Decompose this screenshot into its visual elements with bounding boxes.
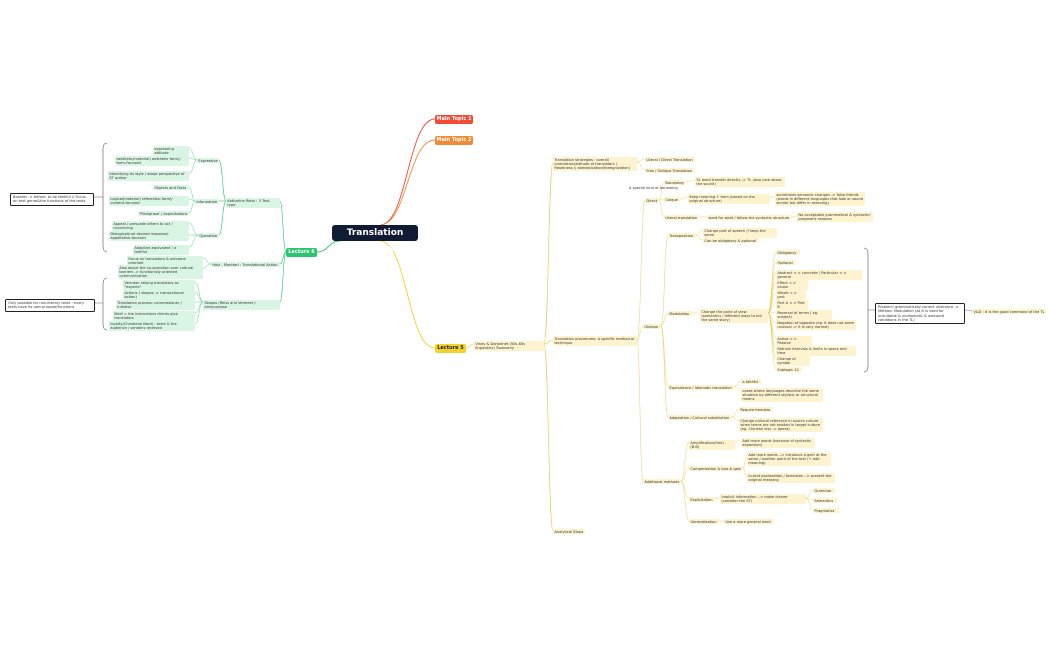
modulation-item[interactable]: Negation of opposite (eg. it does not se… — [776, 320, 856, 330]
equivalence-cases[interactable]: cases where languages describe the same … — [741, 388, 823, 403]
transposition-node[interactable]: Transposition — [668, 233, 696, 239]
modulation-item[interactable]: Subtopic 12 — [776, 367, 802, 373]
operative-appeal[interactable]: Appeal / persuade others to act / convin… — [112, 221, 189, 231]
adaptation-node[interactable]: Adaptation / Cultural substitution — [668, 415, 732, 421]
informative-facts[interactable]: Objects and Facts — [153, 185, 189, 191]
analytical-steps-node[interactable]: Analytical Steps — [553, 529, 585, 535]
literal-translation-node[interactable]: Literal translation — [664, 215, 699, 221]
compensation-gain[interactable]: Add more words --> introduce a gain at t… — [747, 452, 831, 467]
additional-methods-node[interactable]: Additional methods — [643, 479, 681, 485]
holz-focus[interactable]: Focus on translators & outcome oriented — [127, 256, 203, 266]
modulation-item[interactable]: Abstract < > concrete / Particular < > g… — [776, 270, 862, 280]
calque-false-friends[interactable]: sometimes semantic changes -> false frie… — [775, 192, 865, 207]
explicitation-grammar[interactable]: Grammar — [813, 488, 835, 494]
operative-adaptive[interactable]: Adaptive-equivalent / a faithful — [133, 245, 189, 255]
borrowing-node[interactable]: Borrowing — [664, 180, 686, 186]
transposition-optional[interactable]: Can be obligatory & optional — [703, 238, 759, 244]
equivalence-node[interactable]: Equivalence / idiomatic translation — [668, 385, 734, 391]
informative-node[interactable]: Informative — [195, 199, 219, 205]
explicitation-desc[interactable]: Implicit information --> make clearer (c… — [720, 494, 806, 504]
modulation-item[interactable]: Obligatory — [776, 250, 800, 256]
operative-dialogical[interactable]: Dialogical(not desired response) appella… — [109, 231, 189, 241]
expressive-node[interactable]: Expressive — [197, 158, 219, 164]
calque-desc[interactable]: Keep meaning + form (based on the origin… — [688, 194, 770, 204]
transposition-pos[interactable]: Change part of speech // keep the same — [703, 228, 777, 238]
main-topic-2[interactable]: Main Topic 2 — [435, 136, 473, 145]
generalization-node[interactable]: Generalization — [689, 519, 719, 525]
calque-node[interactable]: Calque — [664, 197, 680, 203]
note-non-literary[interactable]: Only possible for non-literary texts : e… — [5, 299, 95, 312]
explicitation-node[interactable]: Explicitation — [689, 497, 715, 503]
procedures-node[interactable]: Translation procedures: A specific metho… — [553, 336, 637, 346]
skopos-brief[interactable]: Brief = the instructions clients give tr… — [113, 311, 195, 321]
lecture-5-topic[interactable]: Lecture 5 — [435, 344, 466, 353]
strategies-node[interactable]: Translation strategies : overall orienta… — [553, 157, 637, 172]
modulation-item[interactable]: Effect < > cause — [776, 280, 808, 290]
skopos-experts[interactable]: Vermeer raising translators as "experts" — [123, 280, 195, 290]
adaptation-cultural[interactable]: Change cultural reference in source cult… — [739, 418, 823, 433]
oblique-node[interactable]: Oblique — [643, 324, 661, 330]
literal-direct-node[interactable]: Literal / Direct Translation — [645, 157, 695, 163]
expressive-attitude[interactable]: expressing attitude — [153, 146, 189, 156]
adaptation-freedom[interactable]: Require freedom — [739, 407, 773, 413]
expressive-aesthetic[interactable]: aesthetic(material) aesthetic form)/ for… — [115, 156, 189, 166]
note-boarder[interactable]: Boarder -> before, to be faithful // Foc… — [10, 193, 94, 206]
amplification-node[interactable]: Amplification(free) (B.B) — [689, 440, 735, 450]
vinay-node[interactable]: Vinay & Darbelnet (50s-60s linguistics) … — [474, 341, 544, 351]
vd-good-command[interactable]: V&D : it is the good command of the TL — [972, 309, 1046, 315]
direct-node[interactable]: Direct — [645, 198, 659, 204]
borrowing-desc[interactable]: SL word transfer directly -> TL (also ca… — [695, 177, 785, 187]
compensation-footnotes[interactable]: In-text explanation / footnotes --> pres… — [747, 473, 835, 483]
modulation-item[interactable]: Active < > Passive — [776, 336, 812, 346]
special-borrowing-note: A special kind of borrowing — [629, 186, 678, 190]
amplification-desc[interactable]: Add more words (because of syntactic exp… — [741, 438, 815, 448]
modulation-item[interactable]: Whole < > part — [776, 290, 806, 300]
modulation-item[interactable]: Change of symbol — [776, 356, 810, 366]
lecture-6-topic[interactable]: Lecture 6 — [286, 248, 317, 257]
informative-logical[interactable]: Logical(material) referential form)/ con… — [109, 196, 189, 206]
modulation-desc[interactable]: Change the point of view (semantics / di… — [700, 309, 768, 324]
root-topic[interactable]: Translation Studies — [332, 225, 418, 254]
katharina-node[interactable]: Katharina Reiss : 3 Text-type — [226, 198, 280, 208]
literal-desc[interactable]: word for word / follow the syntactic str… — [707, 215, 792, 221]
skopos-node[interactable]: Skopos (Reiss and Vermeer): aim/purpose — [203, 300, 280, 310]
free-oblique-node[interactable]: Free / Oblique Translation — [645, 168, 695, 174]
skopos-commissioner[interactable]: Translation process: commissioner / init… — [116, 300, 195, 310]
modulation-item[interactable]: Optional — [776, 260, 796, 266]
compensation-node[interactable]: Compensation & loss & gain — [689, 466, 743, 472]
generalization-desc[interactable]: Use a more general word — [724, 519, 774, 525]
expressive-style[interactable]: Identifying its style / adopt perspectiv… — [108, 171, 189, 181]
literal-no-reason[interactable]: No acceptable grammatical & syntactic/ p… — [797, 212, 873, 222]
modulation-item[interactable]: Reversal of terms ( eg. subject) — [776, 310, 832, 320]
skopos-actions[interactable]: Actions ( skopos -> transactional action… — [123, 290, 195, 300]
explicitation-semantics[interactable]: Semantics — [813, 498, 837, 504]
explicitation-pragmatics[interactable]: Pragmatics — [813, 508, 839, 514]
modulation-item[interactable]: Rethink intervals & limits in space and … — [776, 346, 856, 356]
modulation-item[interactable]: Part A < > Part B — [776, 300, 808, 310]
skopos-loyalty[interactable]: loyalty(Christiane Nord) : texts & the a… — [109, 321, 195, 331]
operative-node[interactable]: Operative — [198, 233, 219, 239]
informative-plainprose[interactable]: 'Plainprose' / explicitations — [138, 211, 189, 217]
main-topic-1[interactable]: Main Topic 1 — [435, 115, 473, 124]
modulation-node[interactable]: Modulation — [668, 311, 693, 317]
equivalence-faithful[interactable]: a faithful — [741, 379, 761, 385]
holz-node[interactable]: Holz - Manttari : Translational Action — [211, 262, 280, 268]
modulation-problem-note[interactable]: Problem: grammatically correct utterance… — [875, 303, 965, 325]
holz-cooperation[interactable]: Also about the co-operation over cultura… — [118, 265, 203, 280]
